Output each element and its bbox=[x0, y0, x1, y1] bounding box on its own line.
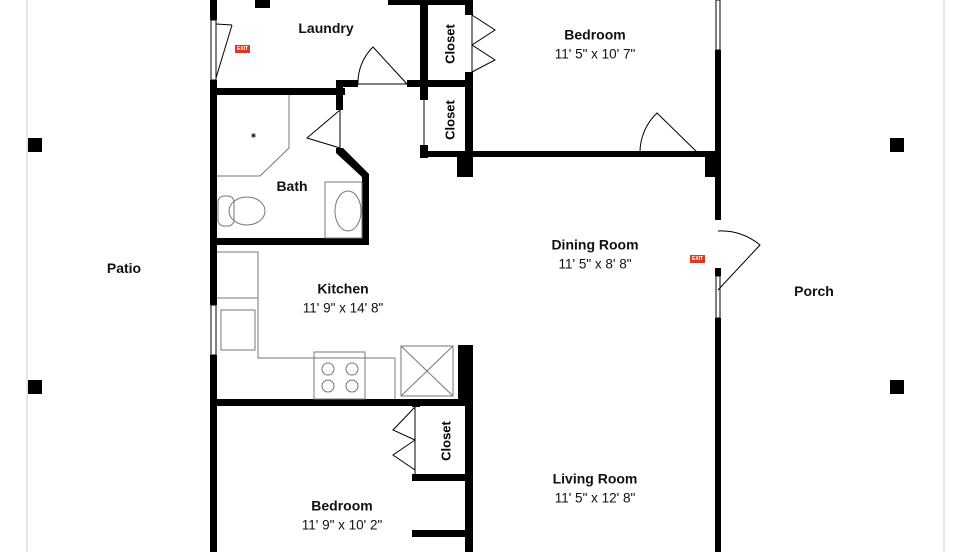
room-label-bath: Bath bbox=[276, 178, 308, 194]
room-dining: Dining Room 11' 5" x 8' 8" bbox=[551, 237, 638, 272]
room-name: Living Room bbox=[552, 470, 638, 487]
room-name: Dining Room bbox=[551, 236, 639, 253]
room-dims: 11' 5" x 10' 7" bbox=[554, 46, 636, 62]
closet-label: Closet bbox=[442, 100, 458, 140]
exit-sign-icon: EXIT bbox=[235, 45, 251, 53]
room-living: Living Room 11' 5" x 12' 8" bbox=[553, 471, 638, 506]
room-name: Kitchen bbox=[317, 280, 369, 297]
room-dims: 11' 5" x 8' 8" bbox=[558, 256, 632, 272]
room-dims: 11' 9" x 10' 2" bbox=[301, 517, 383, 533]
room-name: Bedroom bbox=[311, 497, 373, 514]
exit-sign-icon: EXIT bbox=[690, 255, 706, 263]
closet-label: Closet bbox=[442, 24, 458, 64]
closet-label: Closet bbox=[438, 421, 454, 461]
room-dims: 11' 5" x 12' 8" bbox=[554, 490, 636, 506]
room-kitchen: Kitchen 11' 9" x 14' 8" bbox=[303, 281, 384, 316]
posts bbox=[28, 138, 904, 394]
room-bedroom-bottom: Bedroom 11' 9" x 10' 2" bbox=[302, 498, 383, 533]
windows-doors bbox=[210, 0, 761, 474]
room-bedroom-top: Bedroom 11' 5" x 10' 7" bbox=[555, 27, 636, 62]
area-label-porch: Porch bbox=[794, 283, 834, 299]
outdoor-boundaries bbox=[26, 0, 945, 552]
room-label-laundry: Laundry bbox=[298, 20, 354, 36]
room-dims: 11' 9" x 14' 8" bbox=[302, 300, 384, 316]
fixtures bbox=[217, 95, 454, 400]
area-label-patio: Patio bbox=[106, 260, 142, 276]
room-name: Bedroom bbox=[564, 26, 626, 43]
walls bbox=[210, 0, 721, 552]
